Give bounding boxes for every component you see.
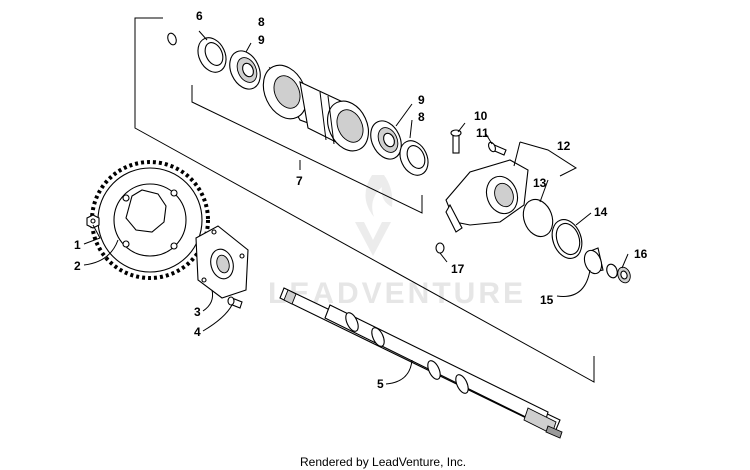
callout-8-lower: 8 bbox=[418, 110, 425, 124]
callout-4: 4 bbox=[194, 325, 201, 339]
clip-17-part bbox=[435, 242, 445, 254]
hub-bracket-line bbox=[191, 85, 423, 214]
callout-15: 15 bbox=[540, 293, 554, 307]
callout-6: 6 bbox=[196, 9, 203, 23]
bolt-11-part bbox=[488, 141, 507, 156]
footer-credit: Rendered by LeadVenture, Inc. bbox=[300, 455, 466, 469]
bolt-4-part bbox=[227, 296, 243, 309]
callout-12: 12 bbox=[557, 139, 571, 153]
callout-8-upper: 8 bbox=[258, 15, 265, 29]
callout-2: 2 bbox=[74, 259, 81, 273]
watermark-v-icon bbox=[355, 222, 391, 256]
collar-part bbox=[583, 247, 604, 275]
sprocket-nut-part bbox=[86, 214, 100, 229]
seal-upper-part bbox=[197, 37, 227, 73]
callout-17: 17 bbox=[451, 262, 465, 276]
caliper-bracket-part bbox=[445, 159, 529, 233]
bearing-lower-part bbox=[370, 120, 402, 160]
callout-labels: 6 8 9 9 8 7 10 11 12 13 14 16 17 15 1 2 … bbox=[74, 9, 648, 391]
bearing-upper-part bbox=[229, 50, 261, 90]
callout-16: 16 bbox=[634, 247, 648, 261]
ring-14-part bbox=[551, 219, 583, 259]
callout-7: 7 bbox=[296, 174, 303, 188]
callout-13: 13 bbox=[533, 176, 547, 190]
callout-5: 5 bbox=[377, 377, 384, 391]
callout-11: 11 bbox=[476, 126, 489, 140]
callout-9-lower: 9 bbox=[418, 93, 425, 107]
sprocket-hub-part bbox=[195, 225, 249, 299]
callout-14: 14 bbox=[594, 205, 608, 219]
watermark-flame-icon bbox=[365, 175, 393, 217]
outer-bracket-line bbox=[134, 17, 595, 383]
leader-lines bbox=[83, 30, 629, 385]
o-ring-part bbox=[522, 198, 554, 238]
snap-ring-part bbox=[167, 32, 177, 46]
bolt-10-part bbox=[450, 129, 462, 154]
callout-1: 1 bbox=[74, 238, 81, 252]
callout-10: 10 bbox=[474, 109, 488, 123]
seal-lower-part bbox=[399, 140, 429, 176]
axle-part bbox=[279, 287, 563, 439]
nut-part bbox=[606, 263, 631, 284]
assembly-bracket bbox=[134, 17, 595, 383]
hub-part bbox=[262, 64, 369, 152]
callout-3: 3 bbox=[194, 305, 201, 319]
callout-9-upper: 9 bbox=[258, 33, 265, 47]
sprocket-part bbox=[90, 160, 210, 280]
